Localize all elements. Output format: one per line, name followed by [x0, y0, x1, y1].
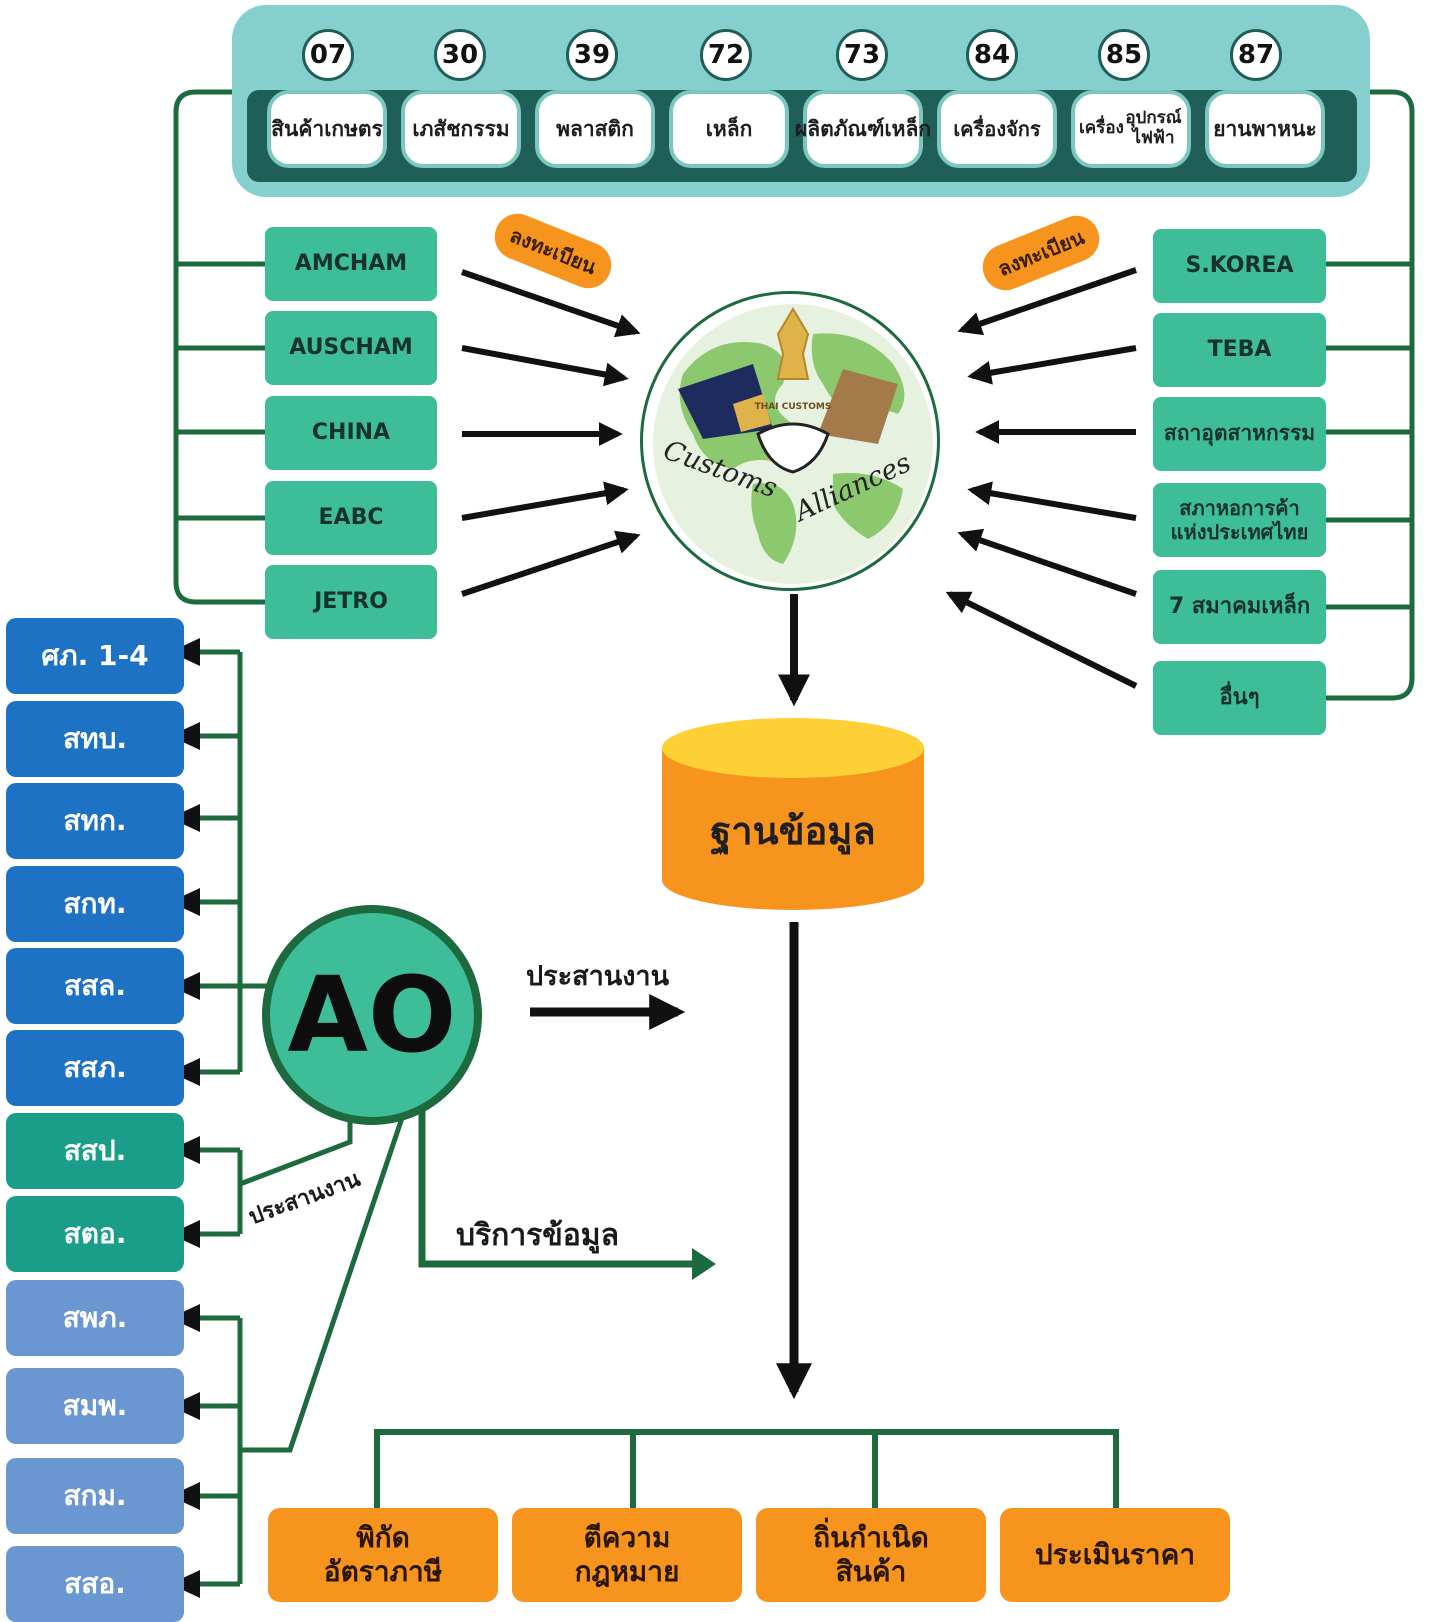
hs-label: พลาสติก [535, 90, 655, 168]
output-line: อัตราภาษี [323, 1555, 443, 1588]
office-box: สทก. [6, 783, 184, 859]
office-box: สสอ. [6, 1546, 184, 1622]
hs-label-line: พาหนะ [1251, 116, 1317, 141]
hs-label-line: เหล็ก [884, 116, 932, 141]
office-bus [198, 649, 405, 1587]
emblem-text: THAI CUSTOMS [754, 402, 832, 412]
hs-label-line: ผลิตภัณฑ์ [794, 116, 885, 141]
handshake-icon [756, 422, 830, 474]
data-service-label: บริการข้อมูล [456, 1218, 619, 1253]
right-arrows [945, 267, 1138, 689]
output-line: สินค้า [835, 1555, 907, 1588]
continent-shape [833, 473, 903, 539]
outputs-tree [374, 1429, 1119, 1512]
hs-label-line: เภสัชกรรม [412, 116, 510, 141]
arrow-data-service [418, 1110, 716, 1280]
partner-china: CHINA [265, 396, 437, 470]
office-box: สสภ. [6, 1030, 184, 1106]
hs-number: 85 [1098, 29, 1150, 81]
hs-number: 73 [836, 29, 888, 81]
office-box: ศภ. 1-4 [6, 618, 184, 694]
partner-label-line: สภาหอการค้า [1179, 496, 1300, 520]
office-box: สพภ. [6, 1280, 184, 1356]
hs-label-line: เครื่อง [1079, 118, 1124, 139]
left-bracket [173, 89, 265, 605]
partner-others: อื่นๆ [1153, 661, 1326, 735]
partner-auscham: AUSCHAM [265, 311, 437, 385]
hs-label-line: พลาสติก [556, 116, 634, 141]
hs-label: ผลิตภัณฑ์ เหล็ก [795, 90, 931, 168]
right-bracket [1326, 89, 1415, 701]
partner-jetro: JETRO [265, 565, 437, 639]
hs-label-line: อุปกรณ์ไฟฟ้า [1125, 108, 1182, 148]
office-box: สสป. [6, 1113, 184, 1189]
left-arrows [461, 269, 641, 597]
partner-label-line: TEBA [1207, 336, 1272, 362]
office-box: สสล. [6, 948, 184, 1024]
output-line: ถิ่นกำเนิด [813, 1521, 929, 1555]
office-box: สกม. [6, 1458, 184, 1534]
database-cylinder [662, 718, 924, 910]
partner-amcham: AMCHAM [265, 227, 437, 301]
hs-label-line: เครื่องจักร [953, 116, 1041, 141]
brown-sleeve-icon [818, 369, 898, 444]
coordinate-label: ประสานงาน [526, 961, 670, 992]
hs-label-line: เหล็ก [705, 116, 753, 141]
partner-s-korea: S.KOREA [1153, 229, 1326, 303]
output-origin: ถิ่นกำเนิด สินค้า [756, 1508, 986, 1602]
hs-label: เครื่อง อุปกรณ์ไฟฟ้า [1071, 90, 1191, 168]
partner-label-line: อื่นๆ [1219, 684, 1260, 710]
hs-number: 07 [302, 29, 354, 81]
output-tariff: พิกัด อัตราภาษี [268, 1508, 498, 1602]
output-legal-interpretation: ตีความ กฎหมาย [512, 1508, 742, 1602]
output-line: พิกัด [356, 1521, 410, 1555]
office-arrowheads [170, 638, 200, 1598]
hs-label: เครื่องจักร [937, 90, 1057, 168]
hs-number: 87 [1230, 29, 1282, 81]
ao-circle: AO [262, 905, 482, 1125]
output-valuation: ประเมินราคา [1000, 1508, 1230, 1602]
customs-alliances-logo: THAI CUSTOMS Customs Alliances [640, 291, 940, 591]
hs-number: 84 [966, 29, 1018, 81]
partner-label-line: 7 สมาคมเหล็ก [1168, 593, 1311, 619]
database-label: ฐานข้อมูล [710, 809, 876, 853]
hs-number: 39 [566, 29, 618, 81]
partner-teba: TEBA [1153, 313, 1326, 387]
office-box: สทบ. [6, 701, 184, 777]
partner-steel-associations: 7 สมาคมเหล็ก [1153, 570, 1326, 644]
partner-label-line: S.KOREA [1185, 252, 1294, 278]
cuff-stripes-icon [733, 394, 771, 432]
hs-label-line: ยาน [1213, 116, 1252, 141]
hs-number: 72 [700, 29, 752, 81]
continent-shape [751, 483, 797, 564]
office-box: สมพ. [6, 1368, 184, 1444]
hs-number: 30 [434, 29, 486, 81]
emblem-icon [776, 307, 810, 380]
hs-label-line: สินค้า [271, 116, 325, 141]
hs-label: ยาน พาหนะ [1205, 90, 1325, 168]
office-box: สตอ. [6, 1196, 184, 1272]
globe-art [653, 304, 933, 584]
partner-label-line: แห่งประเทศไทย [1170, 520, 1309, 544]
partner-federation-of-industries: สถาอุตสาหกรรม [1153, 397, 1326, 471]
output-line: กฎหมาย [574, 1555, 680, 1588]
output-line: ประเมินราคา [1034, 1538, 1196, 1572]
hs-label: เหล็ก [669, 90, 789, 168]
hs-label: เภสัชกรรม [401, 90, 521, 168]
partner-label-line: สถาอุตสาหกรรม [1163, 421, 1316, 446]
output-line: ตีความ [583, 1521, 671, 1555]
partner-chamber-of-commerce: สภาหอการค้า แห่งประเทศไทย [1153, 483, 1326, 557]
partner-eabc: EABC [265, 481, 437, 555]
hs-label-line: เกษตร [324, 116, 383, 141]
office-box: สกท. [6, 866, 184, 942]
hs-label: สินค้า เกษตร [267, 90, 387, 168]
